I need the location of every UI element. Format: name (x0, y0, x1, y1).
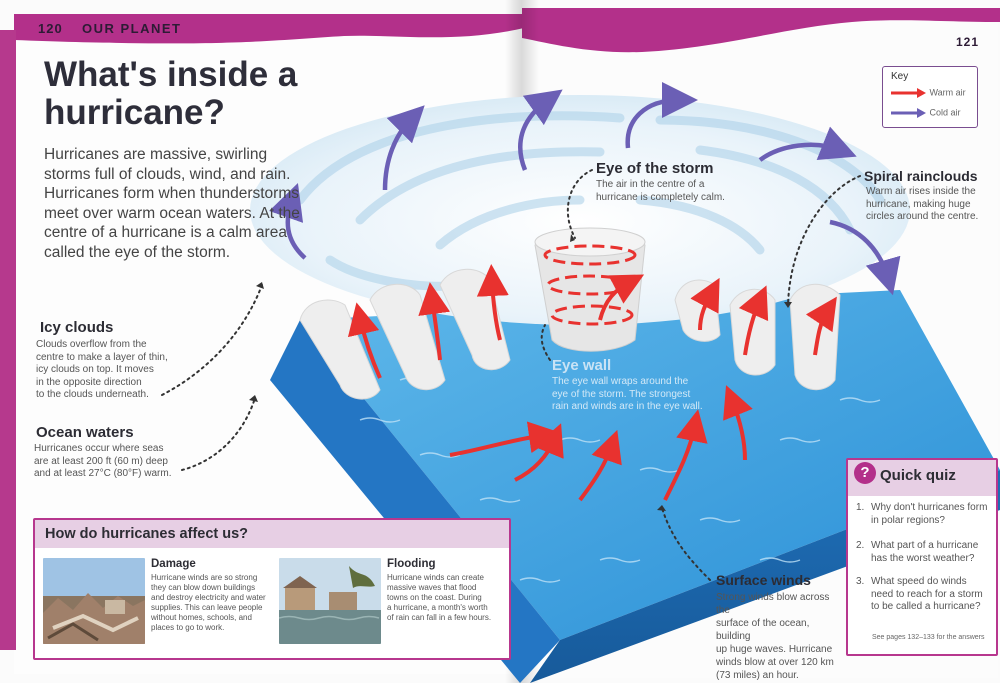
left-page-edge (0, 30, 16, 650)
page-title: What's inside a hurricane? (44, 55, 298, 132)
intro-paragraph: Hurricanes are massive, swirling storms … (44, 146, 300, 261)
key-title: Key (891, 71, 909, 82)
page-number-right: 121 (956, 35, 980, 49)
icy-clouds-text: Clouds overflow from the centre to make … (36, 339, 168, 401)
affect-box: How do hurricanes affect us? Damage Hurr… (33, 518, 511, 660)
flooding-heading: Flooding (387, 558, 436, 570)
spiral-rainclouds-text: Warm air rises inside the hurricane, mak… (866, 186, 979, 223)
damage-text: Hurricane winds are so strong they can b… (151, 573, 266, 632)
warm-air-arrow-icon (891, 88, 926, 98)
surface-winds-heading: Surface winds (716, 572, 811, 588)
section-name: OUR PLANET (82, 21, 182, 36)
damage-photo (43, 558, 145, 644)
eye-of-storm-text: The air in the centre of a hurricane is … (596, 179, 725, 203)
quiz-header: ? Quick quiz (848, 460, 996, 496)
damage-heading: Damage (151, 558, 196, 570)
question-mark-icon: ? (854, 462, 876, 484)
right-header-band (522, 8, 1000, 53)
key-warm-row: Warm air (889, 87, 966, 99)
eye-of-storm-heading: Eye of the storm (596, 160, 714, 177)
legend-key: Key Warm air Cold air (882, 66, 978, 128)
surface-winds-text: Strong winds blow across the surface of … (716, 592, 834, 681)
spiral-rainclouds-heading: Spiral rainclouds (864, 168, 978, 184)
left-header-band (14, 14, 524, 44)
affect-title: How do hurricanes affect us? (45, 526, 249, 542)
ocean-waters-text: Hurricanes occur where seas are at least… (34, 443, 172, 480)
flooding-photo (279, 558, 381, 644)
flooding-text: Hurricane winds can create massive waves… (387, 573, 492, 622)
quick-quiz-box: ? Quick quiz 1. Why don't hurricanes for… (846, 458, 998, 656)
key-cold-label: Cold air (929, 107, 961, 118)
page-number-left: 120 (38, 21, 63, 36)
key-warm-label: Warm air (929, 87, 966, 98)
eye-wall-text: The eye wall wraps around the eye of the… (552, 376, 703, 413)
icy-clouds-heading: Icy clouds (40, 319, 114, 336)
quiz-footer: See pages 132–133 for the answers (872, 634, 985, 641)
affect-header: How do hurricanes affect us? (35, 520, 509, 548)
ocean-waters-heading: Ocean waters (36, 424, 134, 441)
quiz-title: Quick quiz (880, 467, 956, 484)
cold-air-arrow-icon (891, 108, 926, 118)
eye-wall-heading: Eye wall (552, 357, 612, 374)
key-cold-row: Cold air (889, 107, 961, 119)
